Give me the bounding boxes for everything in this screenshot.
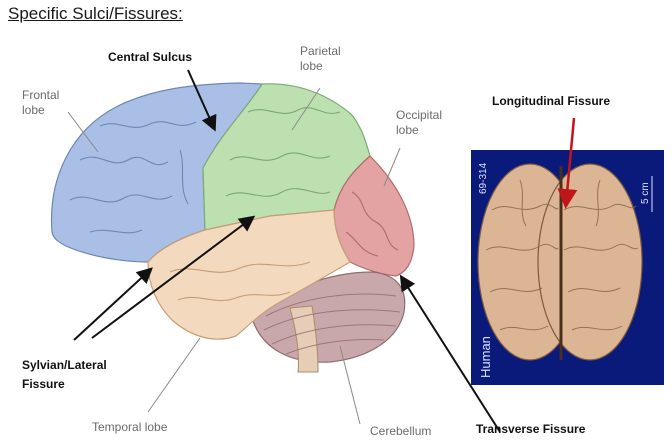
sylvian-arrow-lower <box>73 267 153 341</box>
parietal-label-line2: lobe <box>300 59 323 73</box>
parietal-label-line1: Parietal <box>300 44 341 58</box>
sylvian-label-line2: Fissure <box>22 377 65 391</box>
scale-label: 5 cm <box>640 182 651 204</box>
occipital-leader-line <box>383 147 401 187</box>
central-sulcus-arrow <box>187 69 217 132</box>
parietal-leader-line <box>291 87 321 131</box>
right-hemisphere <box>537 163 643 361</box>
dorsal-brain <box>477 163 653 361</box>
transverse-fissure-label: Transverse Fissure <box>476 422 586 436</box>
frontal-label-line2: lobe <box>22 103 45 117</box>
longitudinal-fissure-arrow <box>557 117 578 209</box>
sylvian-label-line1: Sylvian/Lateral <box>22 358 107 372</box>
species-label: Human <box>478 336 493 378</box>
temporal-lobe-label: Temporal lobe <box>92 420 168 434</box>
temporal-lobe-region <box>147 209 351 340</box>
frontal-label-line1: Frontal <box>22 88 60 102</box>
frontal-leader-line <box>67 111 99 153</box>
occipital-label-line1: Occipital <box>396 108 443 122</box>
cerebellum-label: Cerebellum <box>370 424 432 438</box>
transverse-fissure-arrow <box>399 274 501 433</box>
temporal-leader-line <box>147 337 201 413</box>
occipital-label-line2: lobe <box>396 123 419 137</box>
lateral-brain <box>50 82 415 373</box>
parietal-lobe-label: Parietal lobe <box>300 44 341 74</box>
central-sulcus-label: Central Sulcus <box>108 50 193 64</box>
brainstem-region <box>289 305 319 373</box>
sylvian-arrow-upper <box>91 215 256 339</box>
frontal-lobe-label: Frontal lobe <box>22 88 59 118</box>
occipital-lobe-label: Occipital lobe <box>396 108 442 138</box>
cerebellum-leader-line <box>339 345 361 425</box>
longitudinal-fissure-label: Longitudinal Fissure <box>492 94 611 108</box>
specimen-id-label: 69-314 <box>478 162 489 194</box>
slide-title: Specific Sulci/Fissures: <box>8 4 183 23</box>
sylvian-fissure-label: Sylvian/Lateral Fissure <box>22 356 107 394</box>
